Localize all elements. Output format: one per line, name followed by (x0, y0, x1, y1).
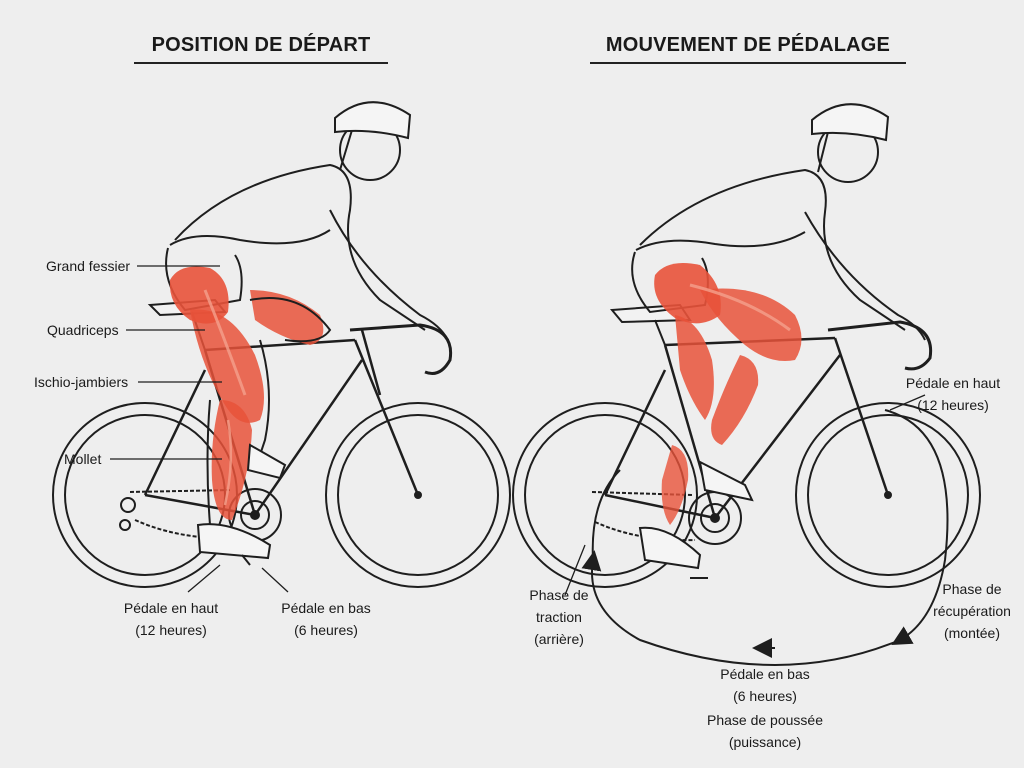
left-front-wheel (325, 402, 511, 588)
left-legs (196, 297, 332, 566)
label-mollet: Mollet (64, 451, 102, 467)
label-push-phase: Phase de poussée (puissance) (707, 712, 823, 750)
right-quad-muscle (700, 288, 802, 361)
right-calf-muscle (711, 355, 759, 445)
right-label-pedal-top: Pédale en haut (12 heures) (905, 375, 1001, 413)
right-pointer-lines (564, 394, 926, 596)
left-hamstring-muscle (250, 290, 324, 345)
left-frame (143, 329, 420, 517)
label-ischio-jambiers: Ischio-jambiers (34, 374, 129, 390)
left-rider (165, 101, 449, 341)
left-label-pedal-bottom: Pédale en bas (6 heures) (281, 600, 371, 638)
right-hamstring-muscle (675, 315, 714, 420)
right-lower-calf-muscle (661, 445, 689, 525)
right-front-wheel (795, 402, 981, 588)
left-handlebar (349, 323, 453, 375)
left-muscles (169, 266, 324, 520)
right-legs (638, 460, 754, 579)
left-label-pedal-top: Pédale en haut (12 heures) (123, 600, 219, 638)
left-shoe-upper (246, 443, 287, 480)
traction-arc (591, 469, 621, 561)
label-recovery-phase: Phase de récupération (montée) (933, 581, 1011, 641)
left-shoe-lower (196, 523, 272, 560)
recovery-arc (884, 409, 949, 645)
right-helmet (811, 103, 890, 142)
right-shoe-lower (638, 526, 702, 570)
left-panel-title: POSITION DE DÉPART (134, 28, 388, 64)
right-shoe-upper (698, 460, 754, 502)
right-handlebar (827, 320, 933, 371)
right-muscles (654, 262, 802, 525)
right-panel-title: MOUVEMENT DE PÉDALAGE (590, 28, 906, 64)
right-glute-muscle (654, 262, 721, 324)
left-bike (52, 298, 511, 588)
right-bike (512, 303, 981, 588)
right-chainring (688, 491, 742, 545)
push-arc (581, 550, 901, 666)
label-quadriceps: Quadriceps (47, 322, 119, 338)
pedal-cycle-arrows (581, 409, 949, 666)
right-rider (631, 103, 926, 341)
right-label-pedal-bottom: Pédale en bas (6 heures) (720, 666, 810, 704)
left-pointer-lines (110, 265, 289, 593)
left-helmet (334, 101, 412, 140)
label-traction-phase: Phase de traction (arrière) (529, 587, 589, 647)
label-grand-fessier: Grand fessier (46, 258, 131, 274)
